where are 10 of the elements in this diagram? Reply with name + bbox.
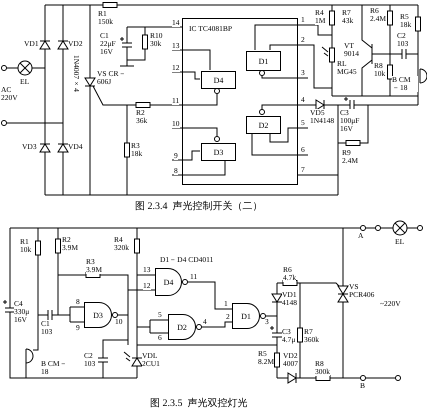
nand-gate: D3 xyxy=(84,302,112,328)
and-gate: D1 xyxy=(246,51,281,71)
and-gate: D4 xyxy=(201,71,236,89)
nand-gate: D2 xyxy=(168,314,196,340)
and-gate: D3 xyxy=(201,143,236,161)
nand-gate: D4 xyxy=(155,268,182,296)
and-gate: D2 xyxy=(246,116,281,134)
nand-gate: D1 xyxy=(232,303,260,329)
component-label: 图 2.3.5 声光双控灯光 xyxy=(150,398,248,410)
ic-package xyxy=(182,18,298,185)
